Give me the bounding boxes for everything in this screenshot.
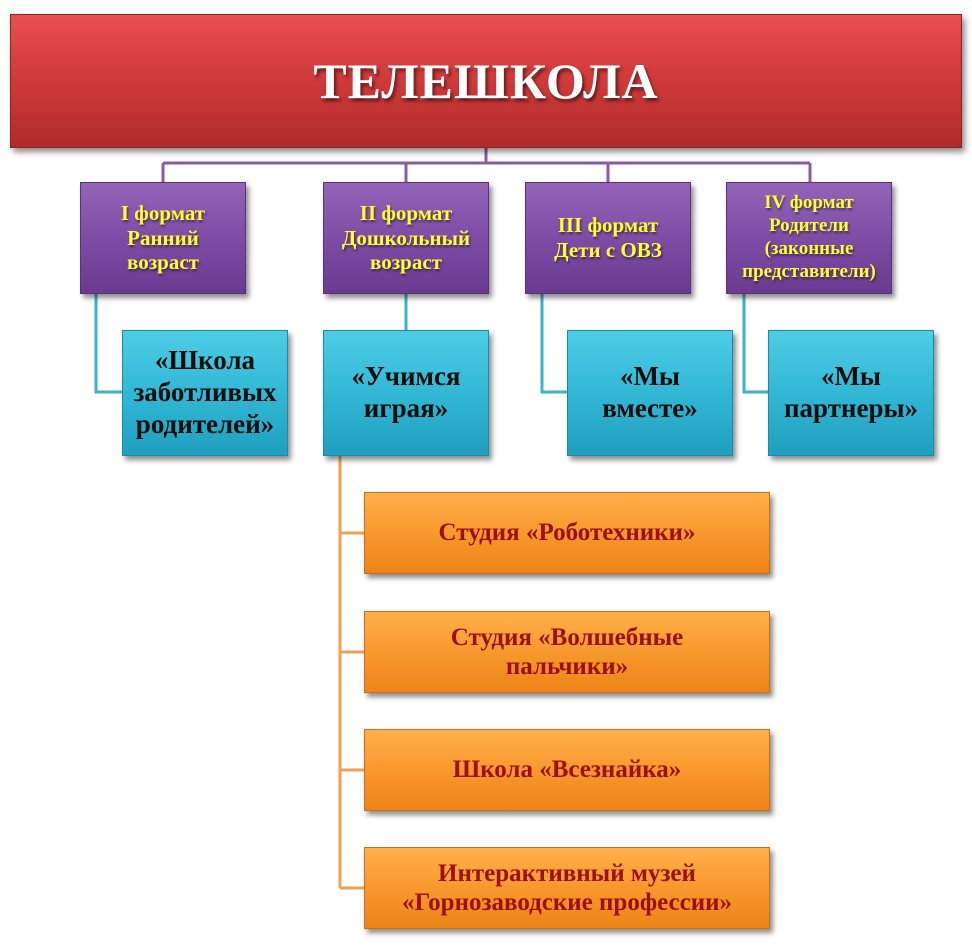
studio-label-3: Школа «Всезнайка» [452,756,682,784]
title-text: ТЕЛЕШКОЛА [313,52,659,109]
program-box-4: «Мы партнеры» [768,330,934,456]
studio-box-2: Студия «Волшебные пальчики» [364,611,770,693]
title-box: ТЕЛЕШКОЛА [10,14,962,148]
studio-label-4: Интерактивный музей «Горнозаводские проф… [401,859,733,917]
format-box-1: I формат Ранний возраст [80,182,246,294]
format-label-3: III формат Дети с ОВЗ [554,213,662,262]
studio-box-4: Интерактивный музей «Горнозаводские проф… [364,847,770,929]
title-connectors [161,148,812,182]
format-label-4: IV формат Родители (законные представите… [742,192,876,282]
studio-label-2: Студия «Волшебные пальчики» [450,623,684,681]
program-label-3: «Мы вместе» [602,361,698,423]
program-box-1: «Школа заботливых родителей» [122,330,288,456]
program-label-2: «Учимся играя» [351,361,461,423]
format-box-3: III формат Дети с ОВЗ [525,182,691,294]
format-box-2: II формат Дошкольный возраст [323,182,489,294]
program-box-3: «Мы вместе» [567,330,733,456]
format-label-1: I формат Ранний возраст [120,200,206,275]
program-label-1: «Школа заботливых родителей» [133,345,277,439]
program-connectors [94,294,768,394]
program-label-4: «Мы партнеры» [783,361,919,423]
program-box-2: «Учимся играя» [323,330,489,456]
studio-connectors [338,456,364,890]
studio-box-1: Студия «Роботехники» [364,492,770,574]
format-box-4: IV формат Родители (законные представите… [726,182,892,294]
format-label-2: II формат Дошкольный возраст [341,200,471,275]
studio-box-3: Школа «Всезнайка» [364,729,770,811]
studio-label-1: Студия «Роботехники» [438,519,696,547]
